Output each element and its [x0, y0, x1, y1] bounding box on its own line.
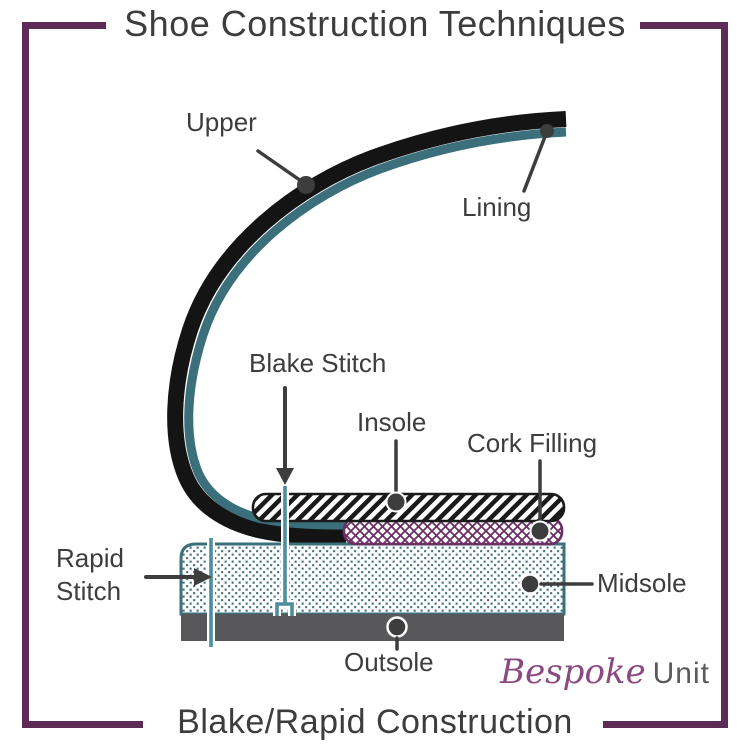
- frame-border-top-left-segment: [22, 22, 106, 29]
- upper-pointer-line: [256, 149, 306, 185]
- label-outsole: Outsole: [344, 647, 434, 677]
- outsole-pointer-dot: [386, 616, 408, 638]
- lining-pointer-line: [522, 132, 548, 193]
- pointers: [144, 124, 594, 651]
- footer-title: Blake/Rapid Construction: [177, 703, 573, 741]
- insole-pointer-dot: [385, 491, 407, 513]
- lining-pointer-dot: [540, 124, 554, 138]
- upper-pointer-dot: [297, 176, 315, 194]
- frame-border-bottom-right-segment: [603, 721, 728, 728]
- frame-border-left: [22, 22, 29, 728]
- frame-border-right: [721, 22, 728, 728]
- label-midsole: Midsole: [597, 568, 687, 598]
- insole-layer: [251, 492, 566, 523]
- label-lining: Lining: [462, 192, 532, 222]
- blake-stitch-thread: [273, 486, 296, 616]
- midsole-pointer-dot: [519, 573, 541, 595]
- cork-pointer-dot: [529, 520, 551, 542]
- bespoke-unit-logo: Bespoke Unit: [500, 652, 710, 692]
- logo-script-text: Bespoke: [500, 652, 646, 692]
- midsole-layer: [179, 542, 566, 616]
- frame-border-top-right-segment: [640, 22, 728, 29]
- label-cork-filling: Cork Filling: [467, 428, 598, 458]
- logo-plain-text: Unit: [652, 657, 710, 690]
- label-insole: Insole: [357, 407, 427, 437]
- frame-border: [22, 22, 728, 728]
- label-upper: Upper: [186, 107, 257, 137]
- rapid-stitch-arrowhead: [194, 568, 212, 586]
- blake-stitch-arrowhead: [276, 468, 294, 485]
- outsole-layer: [181, 614, 564, 641]
- page-title: Shoe Construction Techniques: [124, 3, 626, 44]
- label-rapid-stitch: Rapid Stitch: [56, 543, 124, 606]
- label-blake-stitch: Blake Stitch: [249, 348, 387, 378]
- shoe-upper-curve: [167, 111, 567, 545]
- frame-border-bottom-left-segment: [22, 721, 143, 728]
